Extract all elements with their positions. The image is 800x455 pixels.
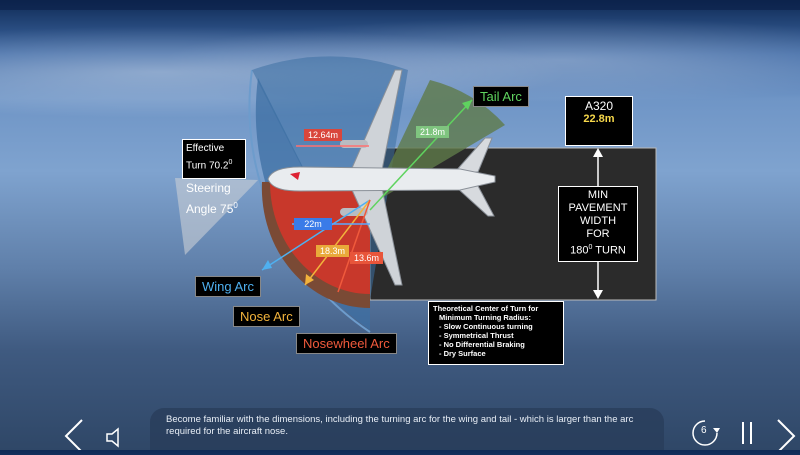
meas-22: 22m: [294, 218, 332, 230]
audio-button[interactable]: [104, 426, 128, 448]
pavement-line3: WIDTH: [579, 215, 617, 227]
theory-item: - Symmetrical Thrust: [439, 331, 514, 340]
tail-arc-label: Tail Arc: [473, 86, 529, 107]
wing-arc-label: Wing Arc: [195, 276, 262, 297]
aircraft-width-box: A320 22.8m: [565, 96, 633, 146]
pavement-line1: MIN: [587, 189, 609, 201]
theory-title1: Theoretical Center of Turn for: [433, 304, 539, 313]
min-pavement-box: MIN PAVEMENT WIDTH FOR 1800 TURN: [558, 186, 638, 262]
meas-1264: 12.64m: [304, 129, 343, 141]
aircraft-fuselage: [267, 166, 496, 192]
effective-sup: 0: [228, 159, 233, 166]
pause-icon: [742, 422, 752, 444]
chevron-right-icon: [777, 419, 796, 453]
back-button[interactable]: [60, 418, 86, 453]
pavement-line5-prefix: 180: [570, 244, 589, 257]
top-bar: [0, 0, 800, 10]
pavement-line2: PAVEMENT: [568, 202, 628, 214]
arrow-nose: [305, 274, 314, 285]
arrow-218: [462, 100, 472, 110]
footer-caption: Become familiar with the dimensions, inc…: [166, 414, 634, 437]
footer-bar: [150, 408, 664, 450]
effective-turn-box: Effective Turn 70.20: [182, 139, 246, 179]
nosewheel-arc-label: Nosewheel Arc: [296, 333, 397, 354]
steering-label: Steering Angle 750: [186, 180, 238, 218]
next-button[interactable]: [774, 418, 800, 453]
theory-box: Theoretical Center of Turn for Minimum T…: [428, 301, 564, 365]
pavement-line5-sup: 0: [588, 244, 593, 251]
theory-item: - Slow Continuous turning: [439, 322, 533, 331]
replay-button[interactable]: 6: [690, 418, 720, 448]
effective-line1: Effective: [186, 143, 225, 154]
pavement-arrow-bottom: [593, 290, 603, 299]
replay-icon: [692, 420, 720, 446]
steering-line1: Steering: [186, 181, 231, 195]
steering-line2: Angle 75: [186, 202, 234, 216]
meas-183: 18.3m: [316, 245, 350, 257]
theory-title2: Minimum Turning Radius:: [439, 313, 531, 322]
meas-136: 13.6m: [350, 252, 384, 264]
line-wing: [261, 199, 371, 271]
pavement-line5-suffix: TURN: [592, 244, 626, 257]
line-218: [369, 99, 473, 211]
pavement-arrow-top: [593, 148, 603, 157]
meas-218: 21.8m: [416, 126, 450, 138]
speaker-icon: [106, 427, 119, 448]
chevron-left-icon: [64, 419, 83, 453]
line-nosewheel: [337, 199, 371, 293]
aircraft-livery: [290, 172, 300, 180]
pause-button[interactable]: [740, 420, 754, 446]
aircraft-illustration: [267, 69, 496, 286]
aircraft-engine-lower: [340, 208, 368, 216]
page-number: 6: [701, 425, 707, 436]
aircraft-model: A320: [584, 99, 614, 113]
theory-item: - No Differential Braking: [439, 340, 525, 349]
aircraft-pavement-width: 22.8m: [583, 113, 615, 125]
theory-item: - Dry Surface: [439, 349, 486, 358]
steering-sup: 0: [233, 201, 238, 210]
steering-wedge: [175, 178, 258, 255]
effective-line2: Turn 70.2: [186, 160, 229, 172]
arrow-wing: [262, 260, 272, 270]
nose-arc-label: Nose Arc: [233, 306, 300, 327]
aircraft-engine-upper: [340, 140, 368, 148]
pavement-line4: FOR: [586, 228, 610, 240]
line-nose: [304, 199, 371, 286]
